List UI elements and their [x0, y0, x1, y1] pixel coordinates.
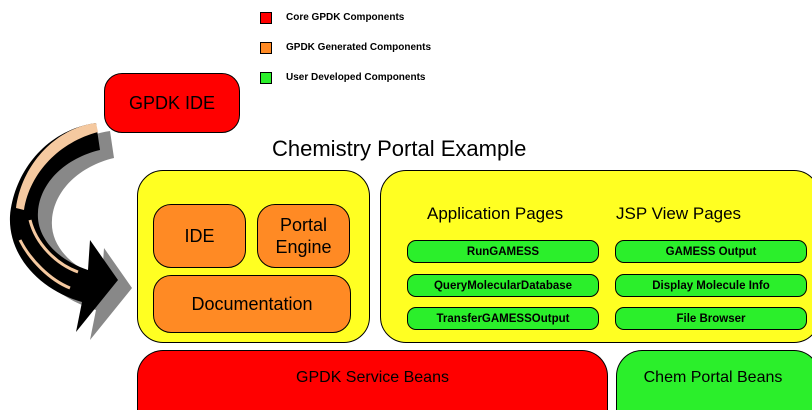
view-page-file-browser: File Browser [615, 307, 807, 330]
legend-swatch-core [260, 12, 272, 24]
app-page-transfergamessoutput: TransferGAMESSOutput [407, 307, 599, 330]
legend-swatch-generated [260, 42, 272, 54]
view-page-label: File Browser [676, 312, 746, 325]
portal-engine-label-line2: Engine [275, 237, 332, 257]
legend-label-core: Core GPDK Components [286, 12, 405, 23]
view-page-label: GAMESS Output [665, 245, 757, 258]
app-page-label: RunGAMESS [466, 245, 540, 258]
chem-portal-beans-box: Chem Portal Beans [616, 350, 812, 410]
chem-portal-beans-label: Chem Portal Beans [643, 368, 783, 386]
portal-engine-label-line1: Portal [279, 215, 328, 235]
documentation-box: Documentation [153, 275, 351, 333]
legend-swatch-user [260, 72, 272, 84]
app-page-label: QueryMolecularDatabase [433, 279, 573, 292]
application-pages-header: Application Pages [427, 204, 564, 223]
jsp-view-pages-header: JSP View Pages [616, 204, 742, 223]
view-page-gamess-output: GAMESS Output [615, 240, 807, 263]
diagram-title: Chemistry Portal Example [272, 136, 527, 161]
gpdk-service-beans-label: GPDK Service Beans [296, 368, 449, 386]
legend-label-user: User Developed Components [286, 72, 426, 83]
portal-engine-box: Portal Engine [257, 204, 350, 268]
view-page-label: Display Molecule Info [652, 279, 770, 292]
legend-label-generated: GPDK Generated Components [286, 42, 432, 53]
curved-arrow-icon [9, 123, 132, 340]
gpdk-ide-label: GPDK IDE [128, 92, 216, 113]
app-page-querymoleculardatabase: QueryMolecularDatabase [407, 274, 599, 297]
app-page-rungamess: RunGAMESS [407, 240, 599, 263]
view-page-display-molecule-info: Display Molecule Info [615, 274, 807, 297]
ide-box: IDE [153, 204, 246, 268]
app-page-label: TransferGAMESSOutput [436, 312, 570, 325]
gpdk-service-beans-box: GPDK Service Beans [137, 350, 608, 410]
documentation-label: Documentation [191, 293, 313, 314]
gpdk-ide-box: GPDK IDE [104, 73, 240, 133]
ide-label: IDE [184, 225, 215, 246]
